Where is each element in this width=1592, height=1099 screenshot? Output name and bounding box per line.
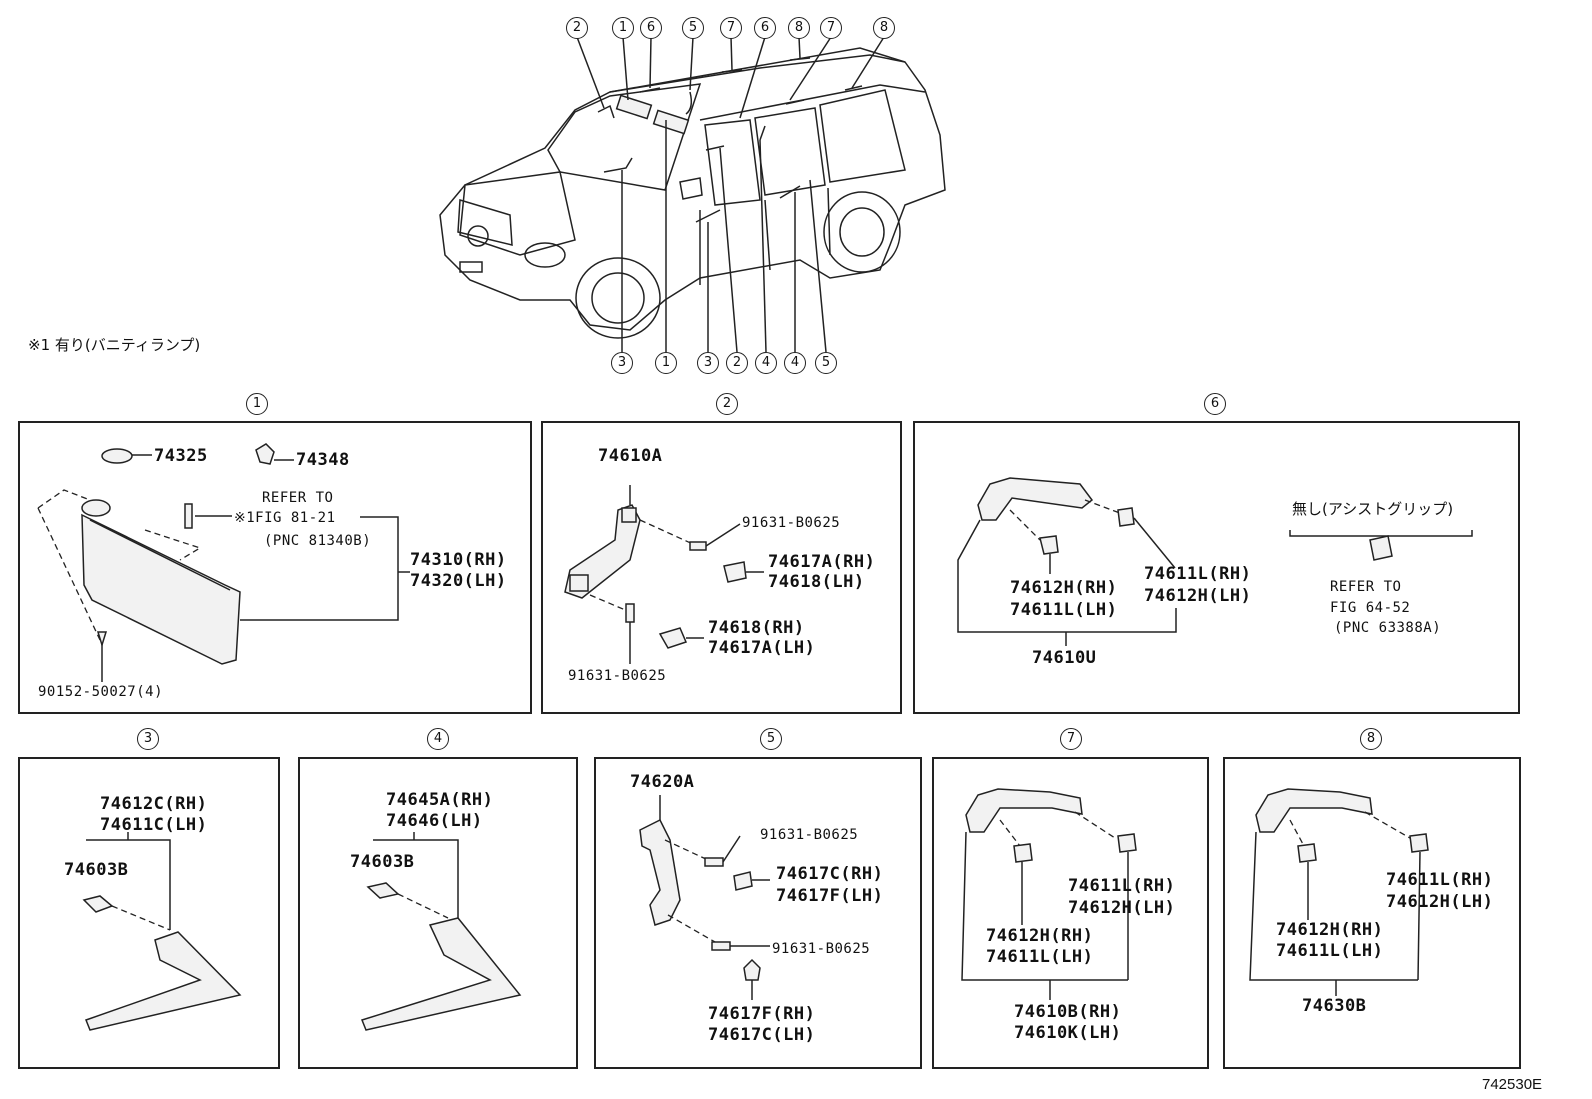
part-number: 74617C(LH) [708,1025,816,1045]
part-number: 74603B [64,860,129,880]
part-number: 91631-B0625 [772,941,871,957]
callout-circle: 4 [784,352,806,374]
part-number: 74611C(LH) [100,815,208,835]
panel-6-assist-grip [913,421,1520,714]
callout-circle: 7 [820,17,842,39]
panel-number: 4 [427,728,449,750]
part-number: 74645A(RH) [386,790,494,810]
panel-number: 3 [137,728,159,750]
part-number: 74617C(RH) [776,864,884,884]
panel-number: 5 [760,728,782,750]
panel-5-assist-grip [594,757,922,1069]
footnote: ※1 有り(バニティランプ) [28,336,201,354]
part-number: 90152-50027(4) [38,684,164,700]
refer-text: REFER TO [262,490,334,506]
panel-8-assist-grip [1223,757,1521,1069]
part-number: 74612H(RH) [986,926,1094,946]
part-number: 74618(RH) [708,618,805,638]
part-number: 74612H(LH) [1386,892,1494,912]
part-number: 74348 [296,450,350,470]
part-number: 74612C(RH) [100,794,208,814]
part-number: 74617A(RH) [768,552,876,572]
callout-circle: 1 [612,17,634,39]
part-number: 74611L(LH) [1010,600,1118,620]
callout-circle: 6 [754,17,776,39]
part-number: 74611L(RH) [1068,876,1176,896]
refer-text: REFER TO [1330,579,1402,595]
panel-3-garnish [18,757,280,1069]
callout-circle: 3 [697,352,719,374]
callout-circle: 2 [566,17,588,39]
callout-circle: 7 [720,17,742,39]
part-number: 74612H(RH) [1276,920,1384,940]
part-number: 74325 [154,446,208,466]
part-number: 74611L(LH) [1276,941,1384,961]
part-number: 74617A(LH) [708,638,816,658]
panel-7-assist-grip [932,757,1209,1069]
callout-circle: 5 [815,352,837,374]
part-number: 74612H(RH) [1010,578,1118,598]
part-number: 74611L(RH) [1386,870,1494,890]
callout-circle: 8 [873,17,895,39]
part-number: 74646(LH) [386,811,483,831]
callout-circle: 2 [726,352,748,374]
refer-text: (PNC 63388A) [1334,620,1442,636]
panel-number: 8 [1360,728,1382,750]
part-number: 74611L(LH) [986,947,1094,967]
callout-circle: 5 [682,17,704,39]
part-number: 91631-B0625 [742,515,841,531]
panel-2-assist-grip [541,421,902,714]
without-note: 無し(アシストグリップ) [1292,500,1454,518]
callout-circle: 4 [755,352,777,374]
part-number: 91631-B0625 [760,827,859,843]
panel-number: 2 [716,393,738,415]
refer-text: FIG 64-52 [1330,600,1411,616]
part-number: 74610A [598,446,663,466]
callout-circle: 1 [655,352,677,374]
part-number: 74630B [1302,996,1367,1016]
part-number: 74611L(RH) [1144,564,1252,584]
part-number: 74310(RH) [410,550,507,570]
callout-circle: 8 [788,17,810,39]
part-number: 74610B(RH) [1014,1002,1122,1022]
panel-4-garnish [298,757,578,1069]
panel-number: 7 [1060,728,1082,750]
part-number: 74610K(LH) [1014,1023,1122,1043]
part-number: 74603B [350,852,415,872]
part-number: 74617F(LH) [776,886,884,906]
panel-number: 6 [1204,393,1226,415]
panel-1-sun-visor [18,421,532,714]
part-number: 74320(LH) [410,571,507,591]
callout-circle: 6 [640,17,662,39]
refer-text: (PNC 81340B) [264,533,372,549]
refer-text: ※1FIG 81-21 [234,510,336,526]
part-number: 74620A [630,772,695,792]
part-number: 74612H(LH) [1068,898,1176,918]
part-number: 74612H(LH) [1144,586,1252,606]
part-number: 74618(LH) [768,572,865,592]
part-number: 74617F(RH) [708,1004,816,1024]
part-number: 74610U [1032,648,1097,668]
panel-number: 1 [246,393,268,415]
figure-number: 742530E [1482,1076,1543,1093]
part-number: 91631-B0625 [568,668,667,684]
callout-circle: 3 [611,352,633,374]
